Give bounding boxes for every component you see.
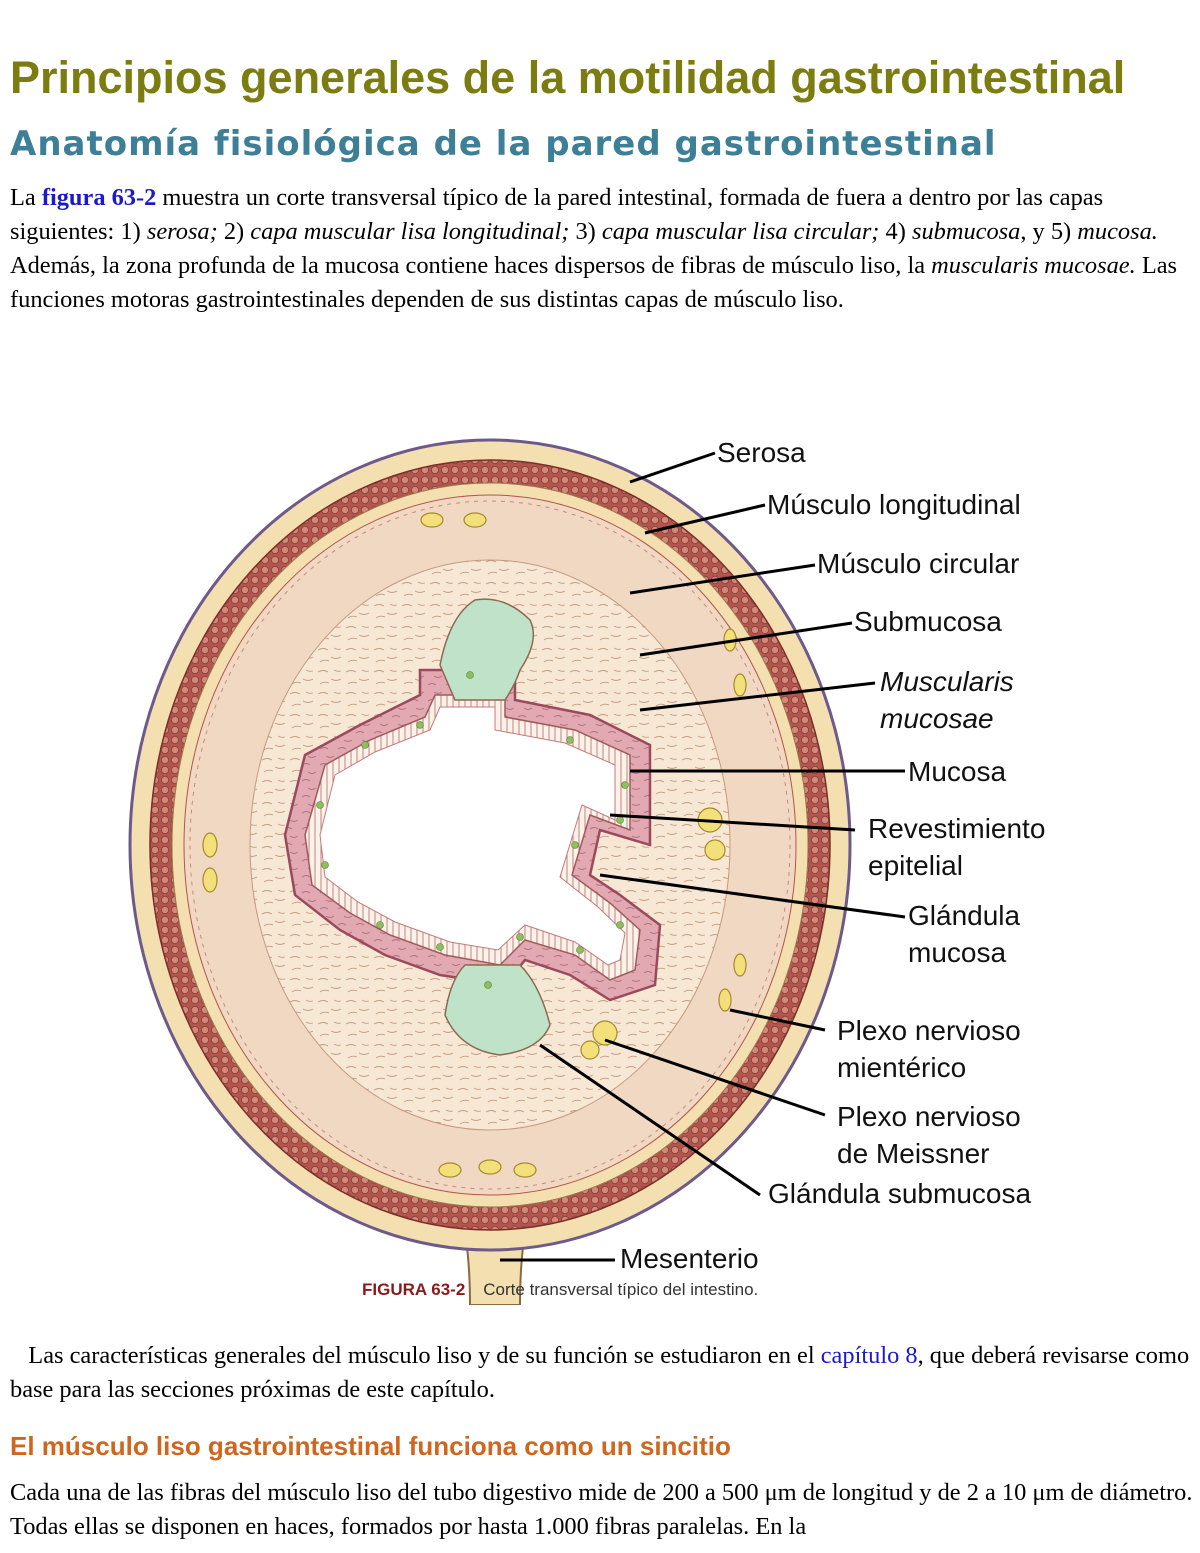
chapter-link[interactable]: capítulo 8 (820, 1342, 918, 1369)
intestine-diagram: Serosa Músculo longitudinal Músculo circ… (128, 437, 1045, 1306)
label-plexo-mienterico-1: Plexo nervioso (837, 1015, 1021, 1046)
section-subtitle: Anatomía fisiológica de la pared gastroi… (10, 124, 997, 164)
lower-gland (444, 964, 551, 1056)
intestine-cross-section-figure: Serosa Músculo longitudinal Músculo circ… (120, 425, 1100, 1306)
label-musculo-longitudinal: Músculo longitudinal (767, 489, 1021, 520)
label-revestimiento-2: epitelial (868, 850, 963, 881)
figure-caption: FIGURA 63-2 Corte transversal típico del … (362, 1280, 758, 1300)
lumen (319, 706, 626, 966)
label-revestimiento-1: Revestimiento (868, 813, 1045, 844)
label-muscularis-2: mucosae (880, 703, 994, 734)
caption-number: FIGURA 63-2 (362, 1280, 466, 1299)
label-plexo-meissner-2: de Meissner (837, 1138, 990, 1169)
page-title: Principios generales de la motilidad gas… (10, 52, 1126, 103)
syncytium-paragraph: Cada una de las fibras del músculo liso … (10, 1479, 1193, 1540)
label-glandula-mucosa-2: mucosa (908, 937, 1006, 968)
label-glandula-submucosa: Glándula submucosa (768, 1178, 1031, 1209)
upper-gland (439, 598, 535, 701)
chapter-reference-paragraph: Las características generales del múscul… (10, 1342, 1190, 1403)
label-plexo-mienterico-2: mientérico (837, 1052, 966, 1083)
section-heading: El músculo liso gastrointestinal funcion… (10, 1431, 731, 1461)
label-musculo-circular: Músculo circular (817, 548, 1019, 579)
label-mesenterio: Mesenterio (620, 1243, 759, 1274)
label-plexo-meissner-1: Plexo nervioso (837, 1101, 1021, 1132)
figure-link[interactable]: figura 63-2 (41, 184, 157, 211)
caption-text: Corte transversal típico del intestino. (483, 1280, 759, 1299)
label-glandula-mucosa-1: Glándula (908, 900, 1021, 931)
label-serosa: Serosa (717, 437, 806, 468)
label-mucosa: Mucosa (908, 756, 1006, 787)
label-muscularis-1: Muscularis (880, 666, 1014, 697)
label-submucosa: Submucosa (854, 606, 1002, 637)
intro-paragraph: La figura 63-2 muestra un corte transver… (10, 184, 1178, 313)
